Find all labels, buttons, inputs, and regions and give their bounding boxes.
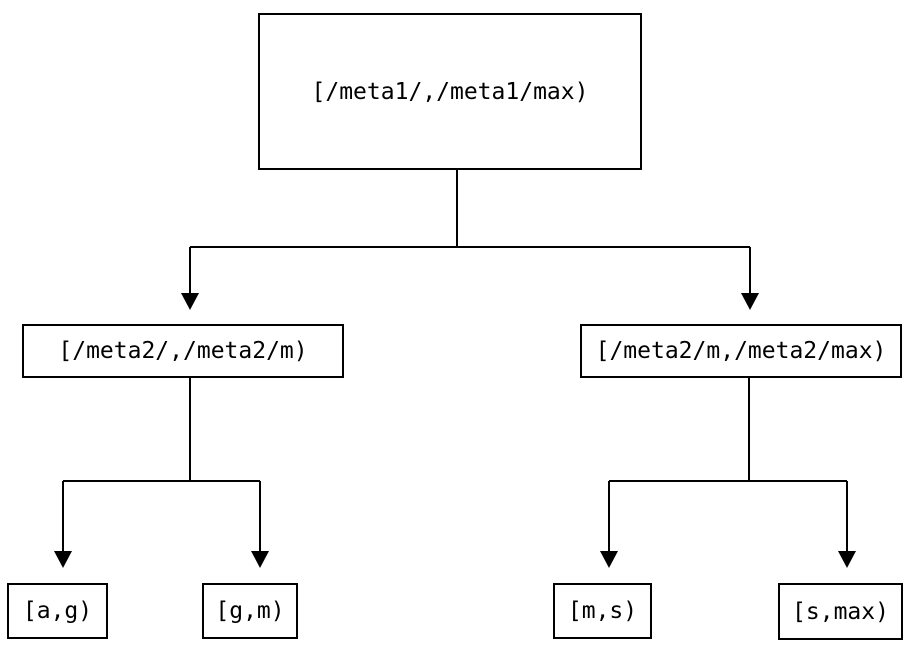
node-leaf-m-s: [m,s) — [553, 583, 652, 639]
node-leaf-s-max: [s,max) — [778, 583, 903, 640]
arrowhead-down-icon — [181, 293, 199, 310]
arrowhead-down-icon — [741, 293, 759, 310]
node-leaf-a-g: [a,g) — [7, 583, 108, 639]
arrowhead-down-icon — [251, 551, 269, 568]
node-root: [/meta1/,/meta1/max) — [258, 13, 642, 170]
connector-leftchild-to-leaves — [54, 378, 269, 568]
edge-line — [62, 378, 261, 553]
arrowhead-down-icon — [600, 551, 618, 568]
node-right-child-label: [/meta2/m,/meta2/max) — [595, 338, 887, 364]
node-leaf-m-s-label: [m,s) — [567, 598, 638, 624]
node-left-child: [/meta2/,/meta2/m) — [22, 324, 344, 378]
connector-rightchild-to-leaves — [600, 378, 856, 568]
connector-root-to-children — [181, 170, 759, 310]
node-leaf-s-max-label: [s,max) — [792, 598, 889, 625]
node-root-label: [/meta1/,/meta1/max) — [311, 78, 589, 105]
node-leaf-g-m: [g,m) — [202, 583, 298, 639]
edge-line — [189, 170, 751, 295]
arrowhead-down-icon — [54, 551, 72, 568]
arrowhead-down-icon — [838, 551, 856, 568]
node-left-child-label: [/meta2/,/meta2/m) — [58, 338, 308, 364]
node-leaf-g-m-label: [g,m) — [215, 598, 285, 624]
node-right-child: [/meta2/m,/meta2/max) — [580, 324, 902, 378]
node-leaf-a-g-label: [a,g) — [22, 598, 93, 624]
edge-line — [608, 378, 848, 553]
